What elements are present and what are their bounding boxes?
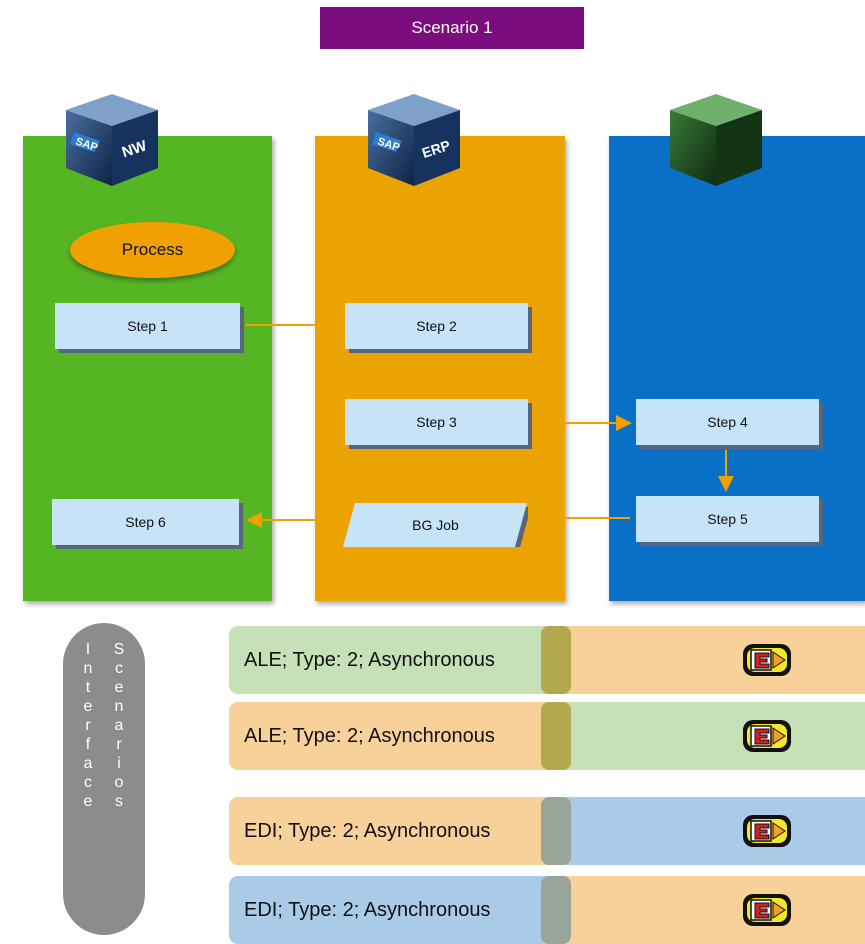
band-right-segment bbox=[547, 702, 865, 770]
step-4-box: Step 4 bbox=[636, 399, 819, 445]
vertical-letter: n bbox=[83, 660, 93, 677]
step-6-box: Step 6 bbox=[52, 499, 239, 545]
vertical-letter: e bbox=[83, 793, 93, 810]
interface-label: ALE; Type: 2; Asynchronous bbox=[244, 724, 495, 747]
interface-vertical-label: I n t e r f a c e bbox=[73, 640, 103, 811]
sap-nw-cube-icon: SAP NW bbox=[66, 94, 158, 186]
band-left-segment bbox=[229, 876, 547, 944]
bg-job-shape bbox=[343, 503, 528, 547]
vertical-letter: t bbox=[85, 679, 91, 696]
interface-row-1[interactable]: ALE; Type: 2; Asynchronous bbox=[229, 626, 865, 694]
interface-label: EDI; Type: 2; Asynchronous bbox=[244, 819, 491, 842]
interface-icon[interactable] bbox=[741, 640, 793, 680]
vertical-letter: c bbox=[115, 660, 123, 677]
vertical-letter: r bbox=[85, 717, 91, 734]
vertical-letter: o bbox=[114, 774, 124, 791]
band-right-segment bbox=[547, 626, 865, 694]
step-5-box: Step 5 bbox=[636, 496, 819, 542]
interface-icon[interactable] bbox=[741, 811, 793, 851]
vertical-letter: r bbox=[116, 736, 122, 753]
vertical-letter: i bbox=[117, 755, 121, 772]
step-1-box: Step 1 bbox=[55, 303, 240, 349]
interface-row-3[interactable]: EDI; Type: 2; Asynchronous bbox=[229, 797, 865, 865]
interface-label: ALE; Type: 2; Asynchronous bbox=[244, 648, 495, 671]
vertical-letter: a bbox=[114, 717, 124, 734]
vertical-letter: c bbox=[84, 774, 92, 791]
interface-scenarios-pill bbox=[63, 623, 145, 935]
band-left-segment bbox=[229, 626, 547, 694]
step-3-box: Step 3 bbox=[345, 399, 528, 445]
vertical-letter: n bbox=[114, 698, 124, 715]
vertical-letter: S bbox=[113, 641, 125, 658]
band-right-segment bbox=[547, 797, 865, 865]
interface-icon[interactable] bbox=[741, 716, 793, 756]
connector-lines bbox=[246, 324, 734, 528]
vertical-letter: f bbox=[85, 736, 91, 753]
band-left-segment bbox=[229, 702, 547, 770]
process-ellipse: Process bbox=[70, 222, 235, 278]
vertical-letter: s bbox=[115, 793, 123, 810]
band-divider-marker bbox=[541, 702, 571, 770]
band-divider-marker bbox=[541, 876, 571, 944]
vertical-letter: a bbox=[83, 755, 93, 772]
vertical-letter: I bbox=[85, 641, 91, 658]
sap-erp-cube-icon: SAP ERP bbox=[368, 94, 460, 186]
scenarios-vertical-label: S c e n a r i o s bbox=[104, 640, 134, 811]
band-divider-marker bbox=[541, 797, 571, 865]
vertical-letter: e bbox=[83, 698, 93, 715]
band-right-segment bbox=[547, 876, 865, 944]
interface-label: EDI; Type: 2; Asynchronous bbox=[244, 898, 491, 921]
band-left-segment bbox=[229, 797, 547, 865]
external-system-cube-icon bbox=[670, 94, 762, 186]
band-divider-marker bbox=[541, 626, 571, 694]
interface-row-2[interactable]: ALE; Type: 2; Asynchronous bbox=[229, 702, 865, 770]
interface-icon[interactable] bbox=[741, 890, 793, 930]
scenario-title: Scenario 1 bbox=[320, 7, 584, 49]
vertical-letter: e bbox=[114, 679, 124, 696]
interface-row-4[interactable]: EDI; Type: 2; Asynchronous bbox=[229, 876, 865, 944]
step-2-box: Step 2 bbox=[345, 303, 528, 349]
bg-job-label: BG Job bbox=[412, 517, 459, 533]
